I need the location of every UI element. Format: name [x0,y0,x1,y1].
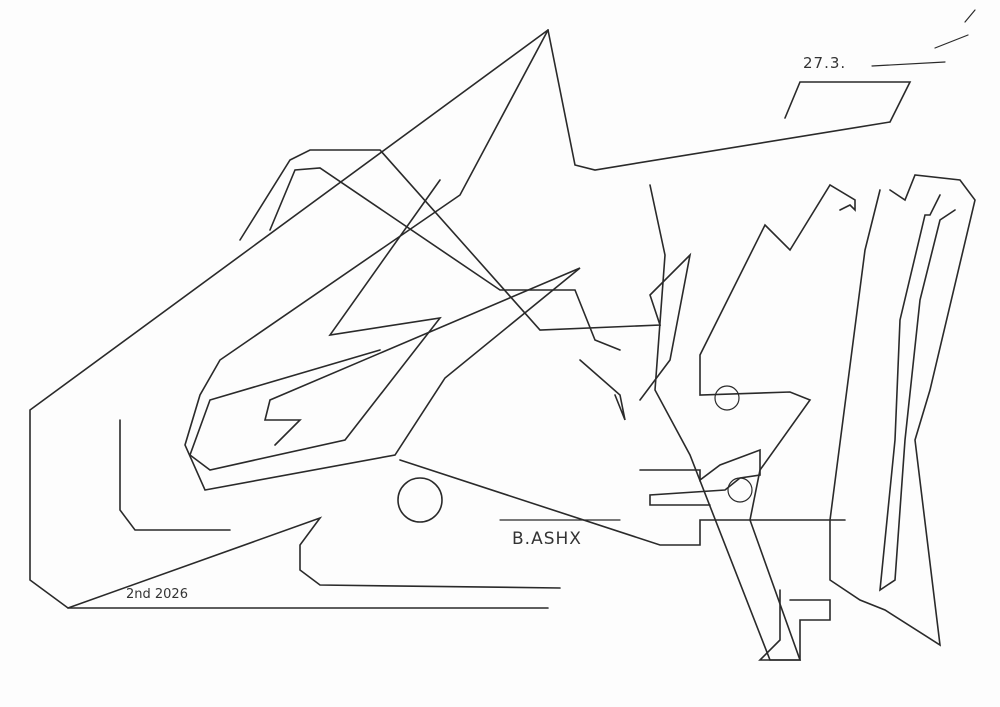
letter-h-inner [879,194,956,592]
back-block-2 [269,167,621,351]
letter-h-outline [829,174,976,647]
back-block [239,149,692,401]
date-top-text: 27.3. [803,54,847,72]
letter-c-lower [119,419,231,531]
letter-s-loop-2 [714,385,740,411]
letter-s-detail [639,448,761,506]
signature-text: B.ASHX [512,529,582,549]
letter-c-base [67,516,561,609]
letter-c-inner-2 [189,179,442,471]
speed-line [964,9,976,23]
mid-bar [399,459,846,546]
letter-c-outline [29,29,549,609]
date-bottom-text: 2nd 2026 [126,587,188,602]
circle-dot [397,477,443,523]
letter-c-inner [184,29,581,491]
speed-line [934,34,969,49]
letter-s-outline [649,183,856,661]
speed-line [871,61,946,67]
small-bracket [579,359,626,421]
letter-s-loop [727,477,753,503]
letter-x-detail [758,589,831,661]
letter-c-spike [547,29,912,171]
